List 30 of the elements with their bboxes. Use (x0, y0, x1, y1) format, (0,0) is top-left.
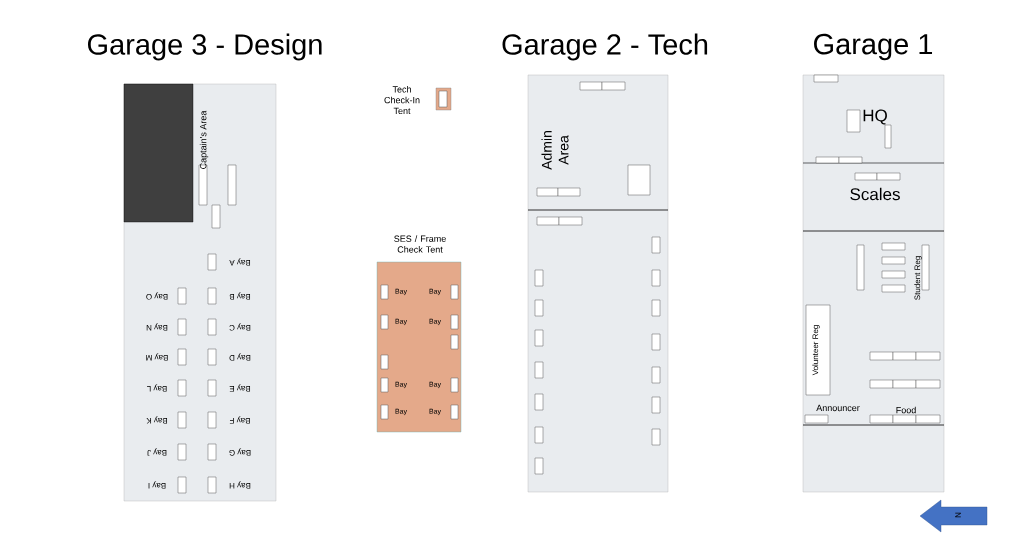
bay-label: Bay C (229, 323, 251, 331)
bay-label: Bay K (146, 416, 167, 424)
area-label: Captain's Area (199, 110, 209, 169)
bay-label: Bay J (147, 448, 167, 456)
bay-label: Bay A (229, 258, 250, 266)
area-label: Admin Area (541, 131, 569, 170)
bay-label: Bay L (147, 384, 167, 392)
garage-heading: Garage 2 - Tech (502, 33, 708, 61)
tent-heading: SES / Frame Check Tent (394, 235, 446, 253)
garage-heading: Garage 1 (814, 33, 932, 61)
bay-label: Bay F (229, 416, 250, 424)
bay-label: Bay M (146, 353, 168, 361)
dark-area-box (123, 83, 194, 223)
room-label: HQ (863, 109, 887, 125)
compass-letter: N (955, 512, 961, 518)
bay-label: Bay D (229, 353, 251, 361)
area-label: Volunteer Reg (812, 325, 820, 376)
bay-label: Bay O (146, 292, 168, 300)
area-label: Food (896, 406, 916, 414)
bay-label: Bay G (229, 448, 251, 456)
bay-label: Bay E (229, 384, 250, 392)
room-label: Scales (850, 187, 900, 201)
bay-label: Bay N (146, 323, 168, 331)
bay-label: Bay I (148, 481, 166, 489)
bay-label: Bay B (229, 292, 250, 300)
tent-heading: Tech Check-In Tent (384, 85, 420, 115)
garage-heading: Garage 3 - Design (88, 33, 322, 61)
area-label: Student Reg (914, 256, 922, 300)
area-label: Announcer (816, 404, 860, 412)
bay-label: Bay H (229, 481, 251, 489)
